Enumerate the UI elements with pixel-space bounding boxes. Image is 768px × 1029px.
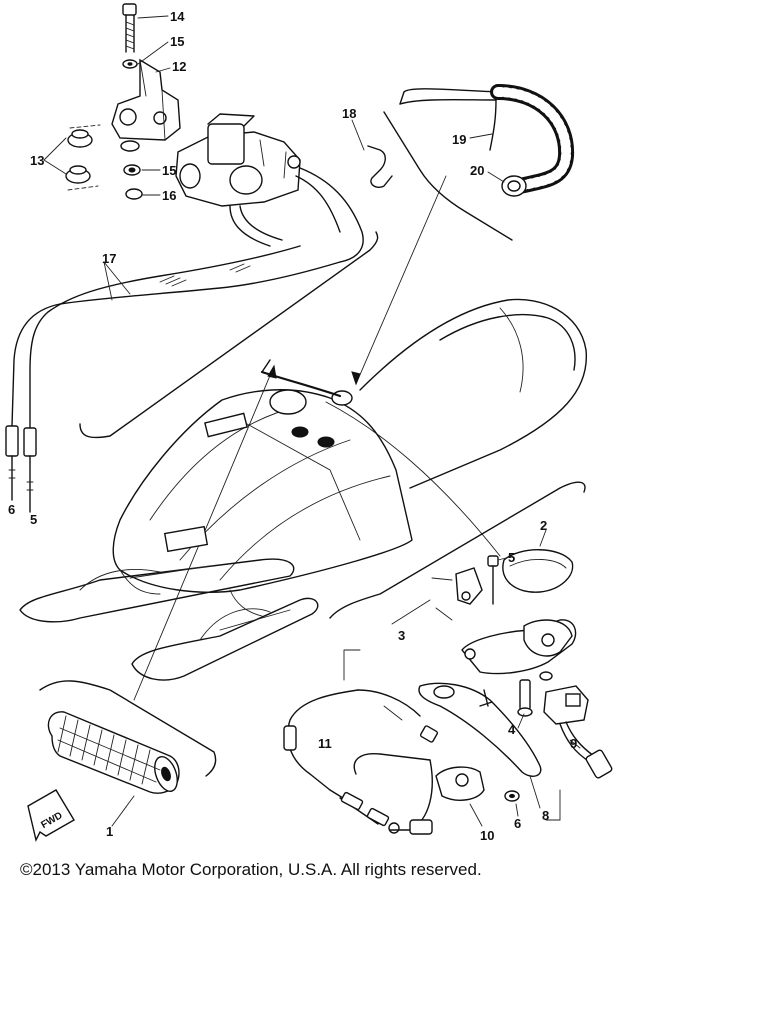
- lever-cover-part: [502, 549, 574, 593]
- callout-label: 19: [452, 132, 466, 147]
- callout-label: 6: [514, 816, 521, 831]
- callout-label: 6: [8, 502, 15, 517]
- callout-label: 10: [480, 828, 494, 843]
- callout-label: 16: [162, 188, 176, 203]
- copyright-notice: ©2013 Yamaha Motor Corporation, U.S.A. A…: [20, 860, 482, 879]
- callout-label: 13: [30, 153, 44, 168]
- throttle-cable-part: [5, 245, 341, 513]
- group-divider-line-grip: [39, 680, 217, 777]
- callout-labels: 14 15 12 13 15 16 18 19 20 17 6 5 2 5 3 …: [8, 9, 577, 843]
- callout-label: 5: [30, 512, 37, 527]
- callout-label: 5: [508, 550, 515, 565]
- callout-label: 4: [508, 722, 516, 737]
- callout-label: 3: [398, 628, 405, 643]
- pointer-lines: [133, 175, 501, 701]
- brake-switch-part: [543, 685, 613, 779]
- handle-grip-part: [39, 680, 217, 827]
- group-divider-line-lower: [329, 481, 586, 619]
- snowmobile-body: [19, 298, 588, 681]
- callout-label: 1: [106, 824, 113, 839]
- throttle-housing-part: [175, 113, 301, 207]
- callout-label: 14: [170, 9, 185, 24]
- group-divider-line: [79, 231, 379, 439]
- brake-lever-assembly: [283, 529, 613, 835]
- leader-lines-top-left: [43, 15, 171, 196]
- forward-arrow-icon: FWD: [27, 789, 75, 843]
- throttle-housing-assembly: [65, 3, 364, 263]
- callout-label: 12: [172, 59, 186, 74]
- cable-clip-part: [351, 119, 393, 188]
- callout-label: 9: [570, 736, 577, 751]
- bolt-part: [122, 3, 137, 53]
- callout-label: 20: [470, 163, 484, 178]
- callout-label: 2: [540, 518, 547, 533]
- bracket-part: [111, 58, 181, 141]
- callout-label: 8: [542, 808, 549, 823]
- callout-label: 17: [102, 251, 116, 266]
- callout-label: 15: [162, 163, 176, 178]
- callout-label: 15: [170, 34, 184, 49]
- callout-label: 18: [342, 106, 356, 121]
- callout-label: 11: [318, 736, 332, 751]
- air-hose-group: [383, 84, 575, 241]
